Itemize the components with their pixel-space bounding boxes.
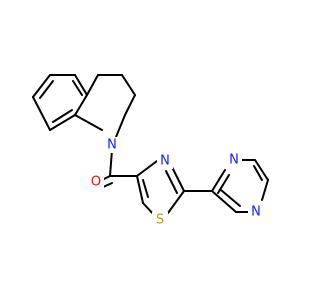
bond [124,94,136,116]
atom-n-pyrazine-1: N [229,153,239,168]
bond [32,96,51,131]
bond [211,169,226,192]
bond [121,74,136,96]
structure-svg: N O N S N N [32,74,269,228]
bond [261,179,269,201]
bond [74,74,88,96]
atom-label-layer: N O N S N N [88,137,264,228]
atom-o-carbonyl: O [91,175,101,190]
bond-double [142,179,149,198]
bond [171,166,185,192]
bond-double [165,170,178,194]
bond [32,74,51,98]
bond [254,159,269,181]
bond-double [72,80,83,96]
bond [86,74,99,96]
molecule-drawing: N O N S N N [32,74,269,228]
bond-double [253,165,263,181]
bond-double [217,174,230,194]
bond [74,94,88,116]
bond-double [220,189,241,207]
atom-n-amide: N [107,138,117,153]
atom-n-pyrazine-2: N [251,205,261,220]
bond [136,160,158,177]
atom-s-thiazole: S [156,213,164,228]
bond [167,190,185,214]
bond-double [39,80,54,99]
bond-double [52,109,73,123]
bond-layer [32,74,269,217]
bond [49,114,76,131]
bond [109,149,113,177]
atom-n-thiazole: N [160,154,170,169]
bond [74,114,103,131]
bond [211,190,237,213]
bond [136,175,144,204]
